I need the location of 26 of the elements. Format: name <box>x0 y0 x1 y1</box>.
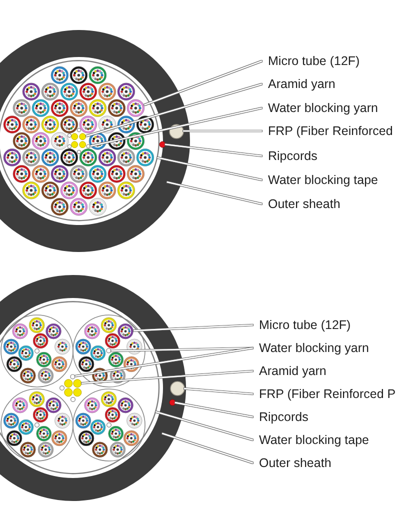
strength-rod <box>170 380 184 396</box>
outer-sheath-ring <box>0 30 190 252</box>
ripcord <box>158 140 166 148</box>
micro-tube-cluster <box>3 316 143 458</box>
ripcord <box>168 398 176 406</box>
water-blocking-yarn <box>86 144 91 149</box>
part-label: FRP (Fiber Reinforced <box>268 123 393 139</box>
part-label: Aramid yarn <box>268 76 336 92</box>
part-label: Outer sheath <box>268 196 340 212</box>
part-label: Water blocking yarn <box>259 340 369 356</box>
part-label: Water blocking tape <box>259 432 370 448</box>
outer-sheath-ring <box>0 275 186 501</box>
part-label: Micro tube (12F) <box>259 317 351 333</box>
aramid-yarn <box>64 379 82 397</box>
water-blocking-yarn <box>70 374 76 380</box>
part-label: FRP (Fiber Reinforced P <box>259 386 396 402</box>
part-label: Ripcords <box>268 148 318 164</box>
part-label: Outer sheath <box>259 455 332 471</box>
part-label: Aramid yarn <box>259 363 326 379</box>
water-blocking-yarn <box>106 348 112 354</box>
part-label: Micro tube (12F) <box>268 53 360 69</box>
part-label: Water blocking tape <box>268 172 378 188</box>
aramid-yarn <box>71 133 87 149</box>
part-label: Ripcords <box>259 409 308 425</box>
strength-rod <box>168 124 184 138</box>
part-label: Water blocking yarn <box>268 100 378 116</box>
